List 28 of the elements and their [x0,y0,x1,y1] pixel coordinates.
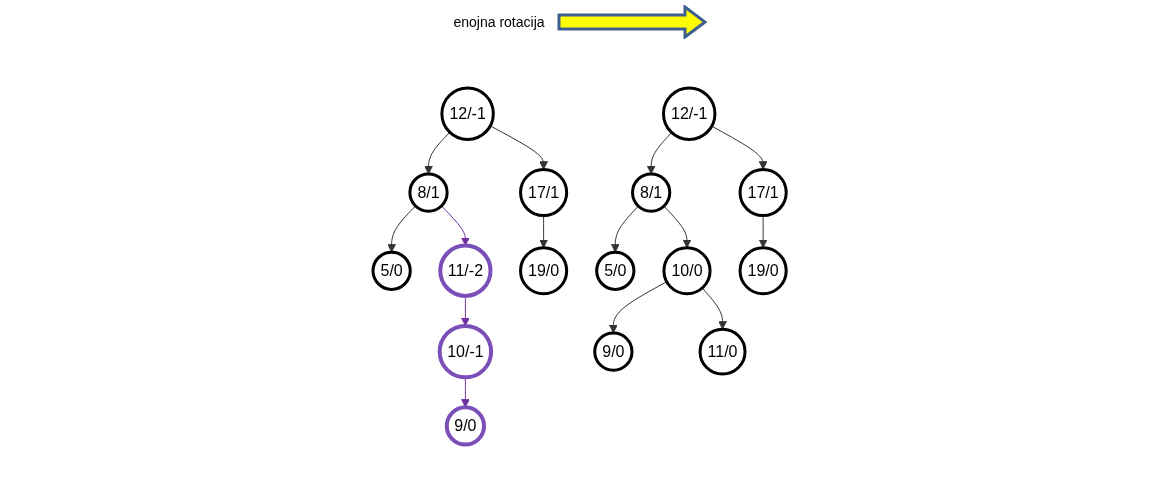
node-circle: 11/0 [698,327,747,376]
arrow [461,295,471,326]
node-circle: 17/1 [738,167,789,217]
arrow [424,131,451,174]
node-circle: 17/1 [519,167,569,217]
node-circle: 19/0 [738,245,789,295]
node-circle: 10/-1 [438,323,494,380]
node-circle: 12/-1 [662,86,717,141]
node-circle: 11/-2 [438,243,493,298]
node-circle: 5/0 [371,250,413,291]
node-circle: 19/0 [519,245,569,295]
node-circle: 8/1 [631,172,672,213]
arrow [647,131,673,174]
node-circle: 5/0 [595,250,636,291]
node-circle: 9/0 [445,405,487,447]
node-circle: 12/-1 [440,86,496,141]
node-circle: 9/0 [593,331,634,372]
arrow [663,205,692,248]
arrow [711,125,768,170]
arrow [461,376,471,408]
arrow [387,205,417,253]
node-circle: 10/0 [662,245,712,295]
arrow [702,287,728,330]
node-circle: 8/1 [408,172,449,213]
arrow [441,205,471,246]
arrow-caption: enojna rotacija [453,14,545,30]
arrow [609,281,668,334]
arrow [490,125,549,170]
